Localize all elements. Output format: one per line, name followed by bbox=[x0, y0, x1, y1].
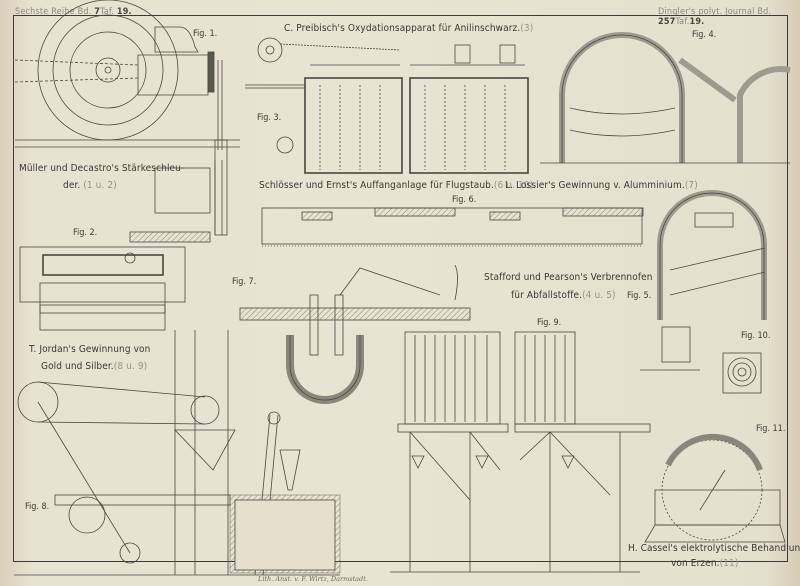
plate-prefix: Taf. bbox=[675, 17, 690, 27]
header-right: Dingler's polyt. Journal Bd. 257Taf.19. bbox=[658, 7, 800, 27]
plate-prefix: Taf. bbox=[100, 7, 115, 17]
journal-volume: 257 bbox=[658, 17, 676, 27]
lithographer-imprint: Lith. Anst. v. F. Wirtz, Darmstadt. bbox=[258, 575, 368, 583]
figure-ref: (8 u. 9) bbox=[113, 361, 148, 372]
fig5-drawing bbox=[657, 190, 767, 320]
figure-ref: (6 u. 10) bbox=[493, 180, 534, 191]
fig-label-5: Fig. 5. bbox=[627, 291, 652, 301]
fig-label-8: Fig. 8. bbox=[25, 502, 50, 512]
caption-cassel-1: H. Cassel's elektrolytische Behandlung bbox=[628, 543, 800, 554]
caption-jordan-1: T. Jordan's Gewinnung von bbox=[29, 344, 150, 355]
fig-label-10: Fig. 10. bbox=[741, 331, 771, 341]
figure-ref: (4 u. 5) bbox=[582, 290, 616, 301]
caption-stafford-2: für Abfallstoffe.(4 u. 5) bbox=[511, 290, 616, 301]
caption-text: für Abfallstoffe. bbox=[511, 290, 583, 301]
caption-text: T. Jordan's Gewinnung von bbox=[29, 344, 151, 355]
fig9-drawing bbox=[390, 331, 651, 573]
caption-text: von Erzen. bbox=[671, 558, 720, 569]
fig-label-3: Fig. 3. bbox=[257, 113, 282, 123]
fig-label-4: Fig. 4. bbox=[692, 30, 717, 40]
fig6-drawing bbox=[261, 207, 644, 247]
fig-label-9: Fig. 9. bbox=[537, 318, 562, 328]
caption-mueller-1: Müller und Decastro's Stärkeschleu- bbox=[19, 163, 184, 174]
header-left: Sechste Reihe Bd. 7Taf. 19. bbox=[15, 7, 132, 17]
plate-border bbox=[13, 15, 788, 562]
figure-ref: (11) bbox=[719, 558, 739, 569]
fig10-drawing bbox=[640, 326, 762, 394]
caption-text: Schlösser und Ernst's Auffanganlage für … bbox=[259, 180, 494, 191]
plate-number: 19. bbox=[116, 7, 132, 17]
caption-text: L. Lossier's Gewinnung v. Alumminium. bbox=[505, 180, 685, 191]
caption-preibisch: C. Preibisch's Oxydationsapparat für Ani… bbox=[284, 23, 533, 34]
caption-stafford-1: Stafford und Pearson's Verbrennofen bbox=[484, 272, 653, 283]
fig1-drawing bbox=[14, 0, 240, 150]
fig-label-2: Fig. 2. bbox=[73, 228, 98, 238]
volume-number: 7 bbox=[94, 7, 101, 17]
fig4-drawing bbox=[540, 32, 791, 164]
figure-ref: (3) bbox=[520, 23, 534, 34]
fig-label-1: Fig. 1. bbox=[193, 29, 218, 39]
figure-ref: (7) bbox=[684, 180, 698, 191]
plate-number: 19. bbox=[689, 17, 705, 27]
fig7-drawing bbox=[239, 264, 471, 404]
fig2-drawing bbox=[19, 231, 211, 331]
fig-label-11: Fig. 11. bbox=[756, 424, 786, 434]
caption-text: Müller und Decastro's Stärkeschleu- bbox=[19, 163, 185, 174]
caption-text: der. bbox=[63, 180, 81, 191]
fig8-drawing bbox=[14, 330, 341, 576]
figure-ref: (1 u. 2) bbox=[83, 180, 117, 191]
caption-text: H. Cassel's elektrolytische Behandlung bbox=[628, 543, 800, 554]
fig-label-6: Fig. 6. bbox=[452, 195, 477, 205]
series-label: Sechste Reihe Bd. bbox=[15, 7, 92, 17]
journal-label: Dingler's polyt. Journal Bd. bbox=[658, 7, 772, 17]
caption-text: Gold und Silber. bbox=[41, 361, 114, 372]
fig1-side-drawing bbox=[154, 139, 228, 236]
caption-lossier: L. Lossier's Gewinnung v. Alumminium.(7) bbox=[505, 180, 698, 191]
caption-text: Stafford und Pearson's Verbrennofen bbox=[484, 272, 653, 283]
caption-text: C. Preibisch's Oxydationsapparat für Ani… bbox=[284, 23, 521, 34]
fig11-drawing bbox=[644, 433, 786, 543]
fig-label-7: Fig. 7. bbox=[232, 277, 257, 287]
caption-jordan-2: Gold und Silber.(8 u. 9) bbox=[41, 361, 147, 372]
caption-schloesser: Schlösser und Ernst's Auffanganlage für … bbox=[259, 180, 533, 191]
caption-cassel-2: von Erzen.(11) bbox=[671, 558, 738, 569]
fig3-drawing bbox=[245, 37, 529, 174]
caption-mueller-2: der. (1 u. 2) bbox=[63, 180, 117, 191]
